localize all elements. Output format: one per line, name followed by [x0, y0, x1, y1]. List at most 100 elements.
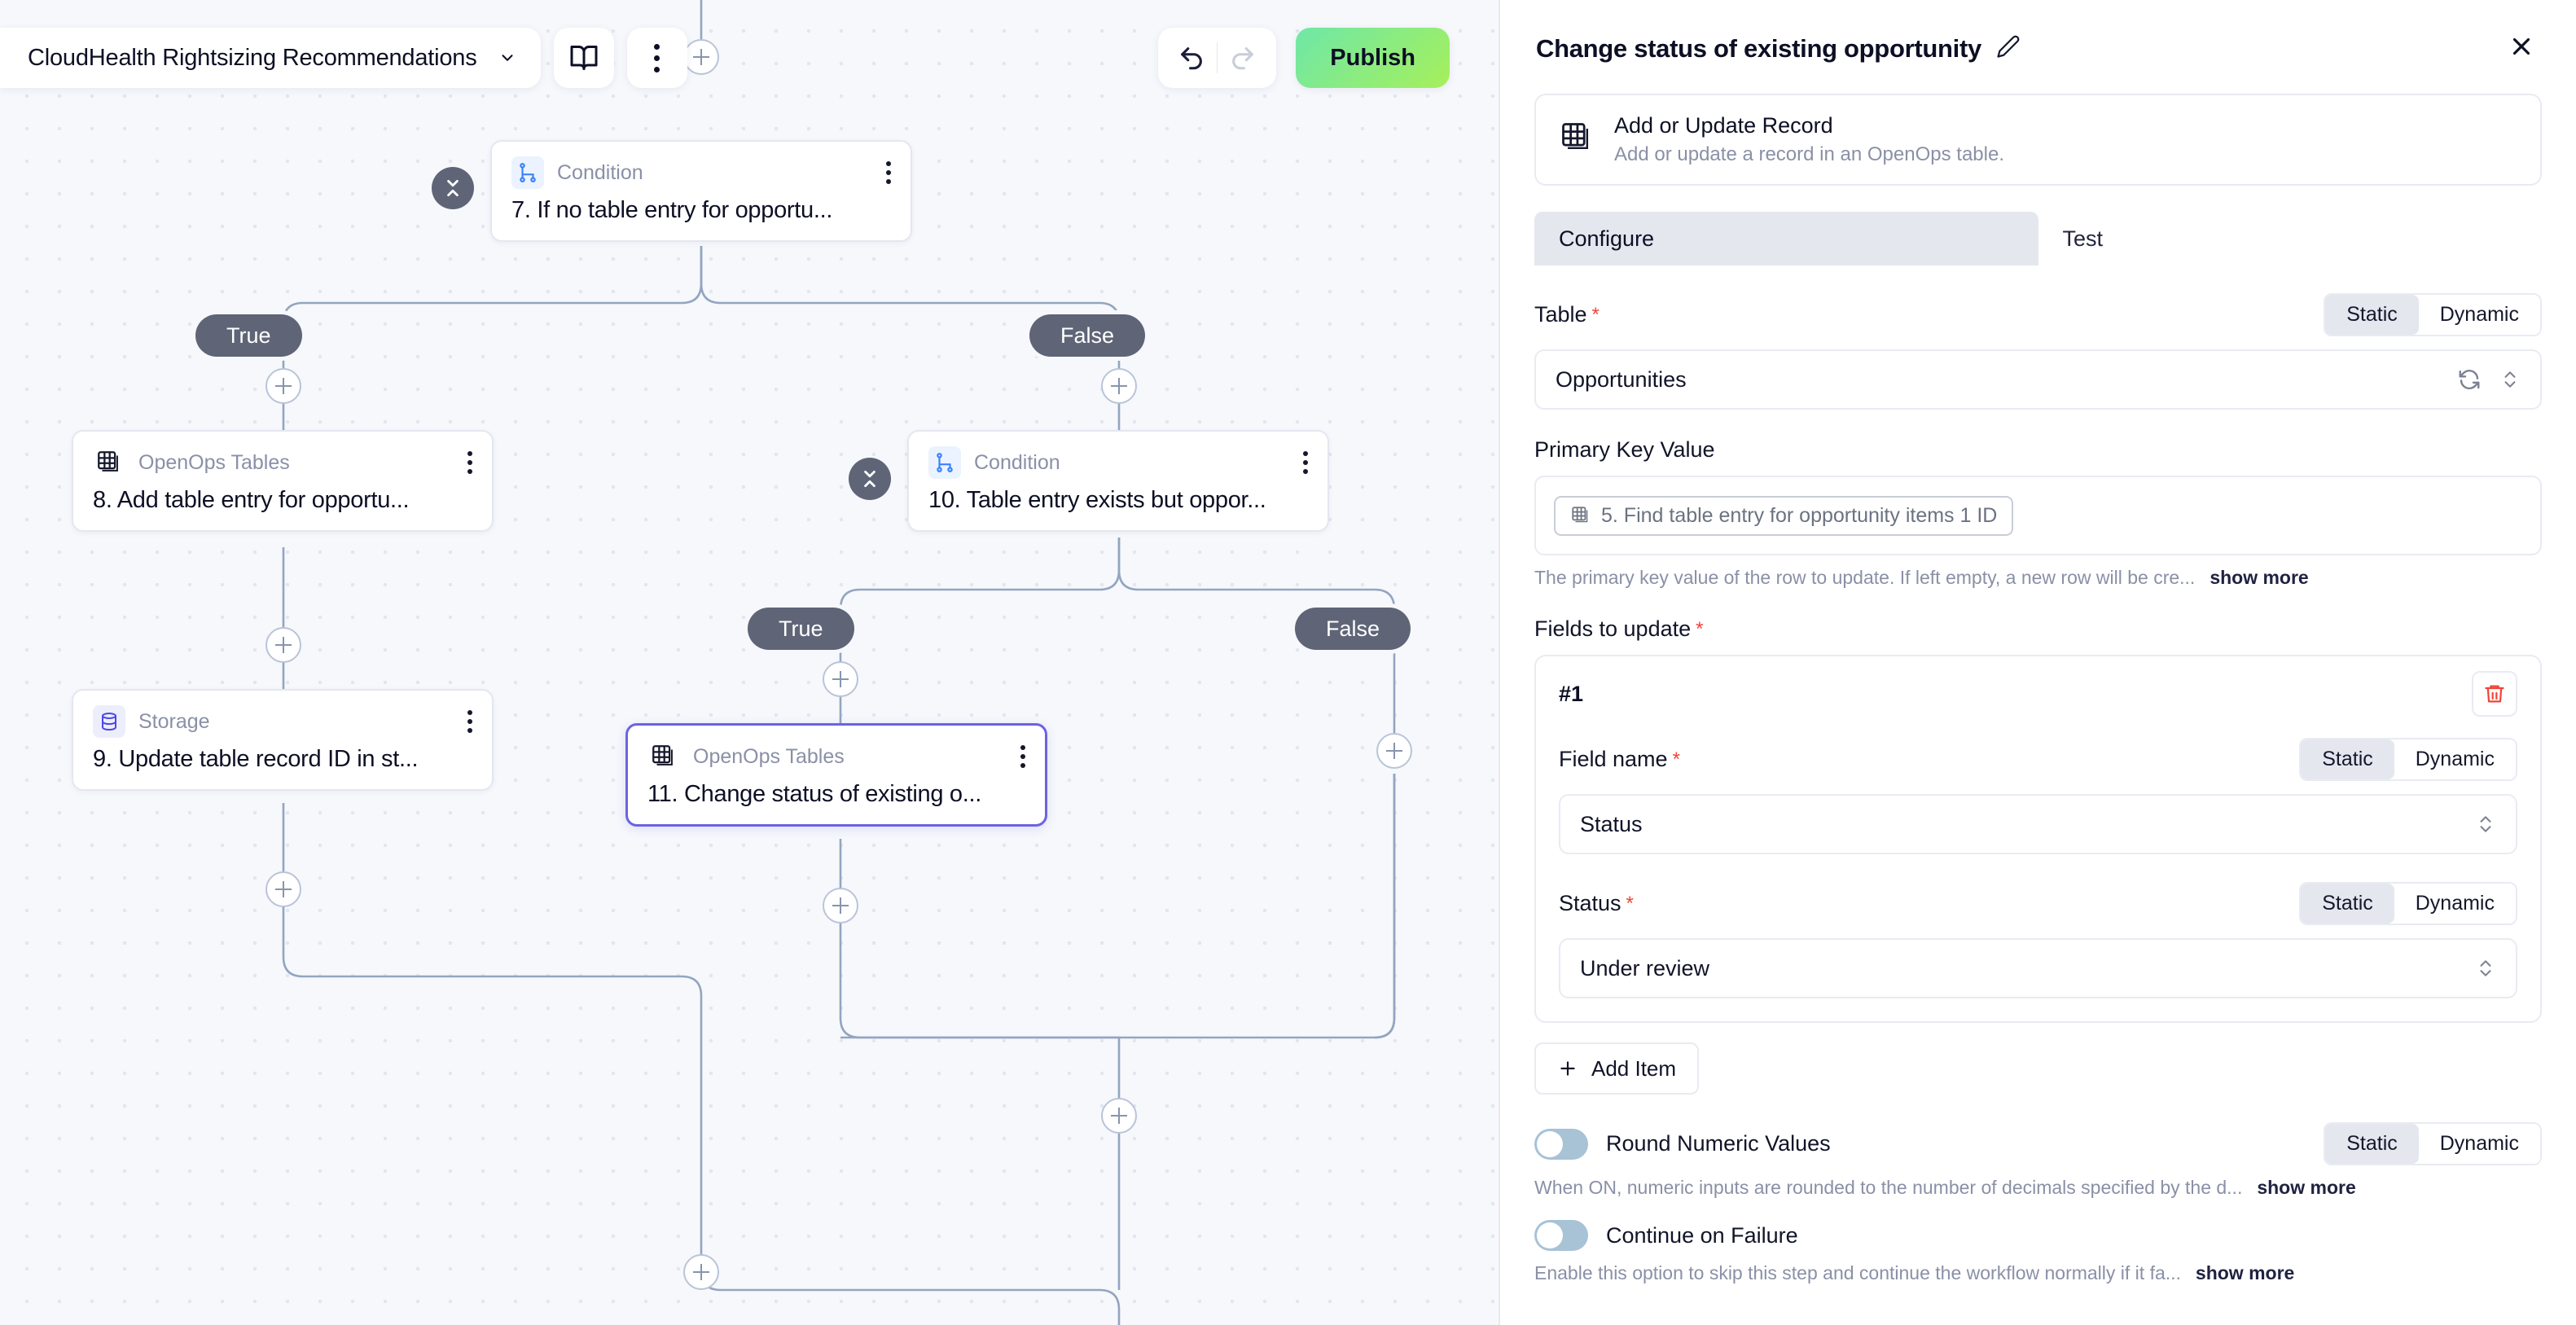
collapse-branch-button-10[interactable] — [849, 458, 891, 500]
flow-node-9[interactable]: Storage 9. Update table record ID in st.… — [72, 689, 494, 791]
node-menu-button[interactable] — [1004, 745, 1025, 768]
node-header: OpenOps Tables — [93, 446, 472, 479]
fields-to-update-row: Fields to update * — [1534, 616, 2542, 642]
table-field-row: Table * Static Dynamic — [1534, 293, 2542, 336]
continue-on-failure-label: Continue on Failure — [1606, 1222, 1798, 1248]
flow-canvas[interactable]: CloudHealth Rightsizing Recommendations — [0, 0, 1499, 1325]
redo-icon — [1232, 47, 1254, 70]
tables-icon — [1572, 507, 1588, 523]
primary-key-chip[interactable]: 5. Find table entry for opportunity item… — [1554, 495, 2014, 536]
workflow-selector[interactable]: CloudHealth Rightsizing Recommendations — [0, 28, 541, 88]
required-marker: * — [1626, 892, 1634, 915]
status-select-icons — [2475, 958, 2496, 979]
delete-field-button[interactable] — [2472, 671, 2517, 717]
undo-icon — [1181, 47, 1203, 70]
redo-button[interactable] — [1218, 33, 1268, 83]
primary-key-hint-text: The primary key value of the row to upda… — [1534, 567, 2196, 588]
tables-icon — [1559, 120, 1595, 160]
tab-test[interactable]: Test — [2038, 212, 2542, 265]
node-type-label: Storage — [138, 709, 210, 733]
status-mode-static[interactable]: Static — [2301, 884, 2394, 924]
branch-label-true-outer: True — [195, 314, 302, 357]
undo-button[interactable] — [1166, 33, 1217, 83]
add-step-button-false-inner[interactable] — [1376, 733, 1412, 769]
add-step-button-merge-outer[interactable] — [683, 1254, 719, 1290]
field-name-select[interactable]: Status — [1559, 794, 2517, 854]
collapse-branch-button-7[interactable] — [432, 167, 474, 209]
continue-on-failure-row: Continue on Failure — [1534, 1220, 2542, 1251]
node-menu-button[interactable] — [1287, 451, 1308, 474]
required-marker: * — [1591, 303, 1600, 326]
pencil-icon[interactable] — [1996, 34, 2021, 63]
flow-node-10[interactable]: Condition 10. Table entry exists but opp… — [907, 430, 1329, 532]
primary-key-show-more[interactable]: show more — [2210, 567, 2309, 588]
status-mode-dynamic[interactable]: Dynamic — [2394, 884, 2516, 924]
branch-icon — [511, 156, 544, 189]
status-row: Status * Static Dynamic — [1559, 882, 2517, 925]
add-step-button-true-outer[interactable] — [265, 368, 301, 404]
table-label: Table — [1534, 302, 1587, 327]
table-mode-static[interactable]: Static — [2325, 295, 2419, 335]
add-step-button-after-11[interactable] — [823, 888, 858, 924]
primary-key-input[interactable]: 5. Find table entry for opportunity item… — [1534, 476, 2542, 555]
collapse-icon — [447, 179, 459, 197]
node-menu-button[interactable] — [451, 451, 472, 474]
canvas-more-button[interactable] — [626, 28, 687, 88]
flow-node-11[interactable]: OpenOps Tables 11. Change status of exis… — [625, 723, 1047, 827]
primary-key-hint: The primary key value of the row to upda… — [1534, 567, 2542, 589]
required-marker: * — [1672, 748, 1680, 770]
node-title: 9. Update table record ID in st... — [93, 746, 419, 772]
workflow-name: CloudHealth Rightsizing Recommendations — [28, 44, 477, 71]
canvas-actions: Publish — [1158, 28, 1450, 88]
field-name-select-icons — [2475, 814, 2496, 835]
add-step-button-merge-inner[interactable] — [1101, 1098, 1137, 1134]
continue-on-failure-toggle[interactable] — [1534, 1220, 1588, 1251]
flow-node-8[interactable]: OpenOps Tables 8. Add table entry for op… — [72, 430, 494, 532]
primary-key-row: Primary Key Value — [1534, 437, 2542, 463]
node-menu-button[interactable] — [451, 710, 472, 733]
flow-node-7[interactable]: Condition 7. If no table entry for oppor… — [490, 140, 912, 242]
docs-button[interactable] — [553, 28, 614, 88]
field-name-label: Field name — [1559, 747, 1668, 771]
node-menu-button[interactable] — [870, 161, 891, 184]
add-step-button-after-9[interactable] — [265, 871, 301, 907]
chevron-up-down-icon — [2480, 960, 2491, 976]
field-name-mode-static[interactable]: Static — [2301, 739, 2394, 779]
canvas-toolbar: CloudHealth Rightsizing Recommendations — [0, 28, 687, 88]
field-name-row: Field name * Static Dynamic — [1559, 738, 2517, 781]
publish-button[interactable]: Publish — [1296, 28, 1450, 88]
primary-key-chip-text: 5. Find table entry for opportunity item… — [1601, 503, 1998, 527]
primary-key-label: Primary Key Value — [1534, 437, 1715, 462]
round-numeric-mode-static[interactable]: Static — [2325, 1124, 2419, 1164]
node-header: Condition — [511, 156, 891, 189]
status-select[interactable]: Under review — [1559, 938, 2517, 998]
tab-configure[interactable]: Configure — [1534, 212, 2038, 265]
undo-redo-group — [1158, 28, 1277, 88]
action-texts: Add or Update Record Add or update a rec… — [1614, 113, 2004, 166]
round-numeric-show-more[interactable]: show more — [2257, 1177, 2356, 1198]
add-step-button-true-inner[interactable] — [823, 661, 858, 697]
continue-on-failure-hint-text: Enable this option to skip this step and… — [1534, 1262, 2181, 1283]
close-icon[interactable] — [2503, 28, 2540, 69]
add-step-button-between-8-9[interactable] — [265, 627, 301, 663]
round-numeric-hint-text: When ON, numeric inputs are rounded to t… — [1534, 1177, 2243, 1198]
continue-on-failure-show-more[interactable]: show more — [2195, 1262, 2295, 1283]
table-mode-dynamic[interactable]: Dynamic — [2418, 295, 2540, 335]
field-name-mode-dynamic[interactable]: Dynamic — [2394, 739, 2516, 779]
round-numeric-toggle[interactable] — [1534, 1128, 1588, 1160]
branch-icon — [928, 446, 961, 479]
node-type-label: OpenOps Tables — [138, 450, 290, 474]
step-settings-panel: Change status of existing opportunity Ad… — [1499, 0, 2576, 1325]
add-step-button-top[interactable] — [683, 39, 719, 75]
field-item-1: #1 Field name * Static Dynamic Status — [1534, 655, 2542, 1023]
node-title: 7. If no table entry for opportu... — [511, 197, 833, 223]
action-description: Add or update a record in an OpenOps tab… — [1614, 143, 2004, 165]
panel-header: Change status of existing opportunity — [1500, 0, 2576, 69]
add-step-button-false-outer[interactable] — [1101, 368, 1137, 404]
table-select[interactable]: Opportunities — [1534, 349, 2542, 410]
add-item-button[interactable]: Add Item — [1534, 1042, 1700, 1095]
add-item-label: Add Item — [1591, 1055, 1677, 1081]
node-title: 10. Table entry exists but oppor... — [928, 487, 1266, 513]
refresh-icon[interactable] — [2457, 367, 2482, 392]
round-numeric-mode-dynamic[interactable]: Dynamic — [2418, 1124, 2540, 1164]
